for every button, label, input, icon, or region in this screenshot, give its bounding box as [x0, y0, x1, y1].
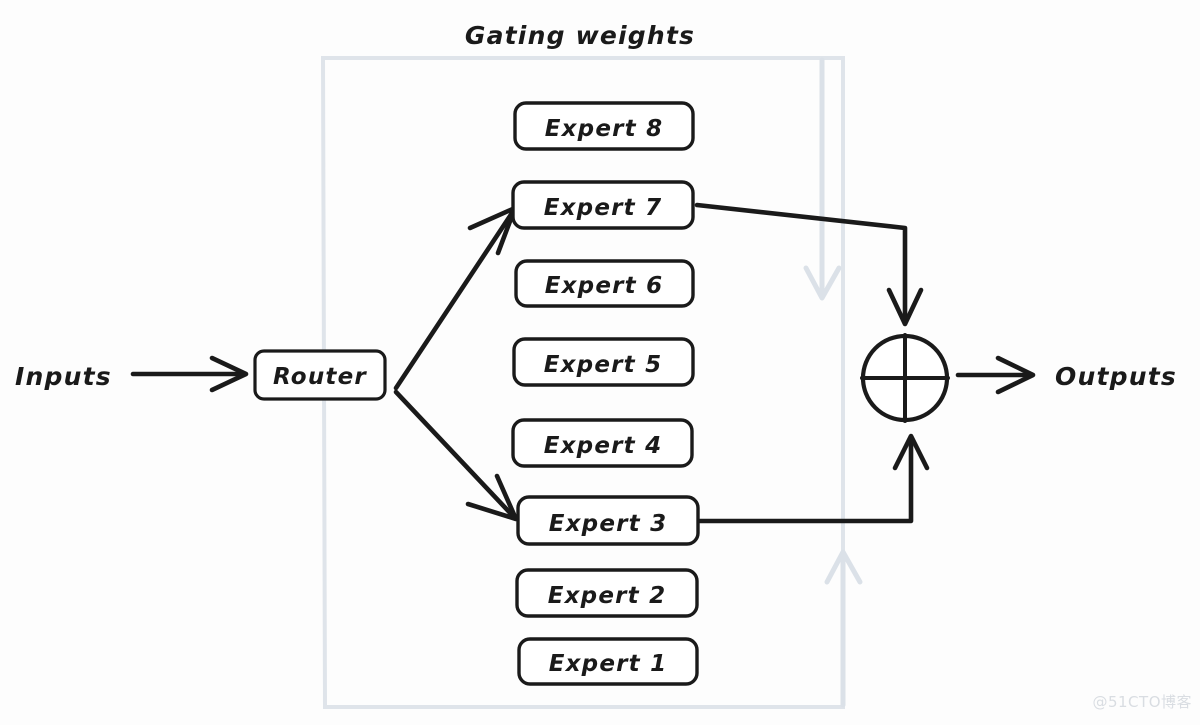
sum-node[interactable]	[860, 333, 950, 423]
expert-label-8: Expert 8	[545, 116, 664, 142]
input-arrow-head	[209, 355, 249, 393]
router-to-expert3-shaft	[393, 389, 516, 519]
expert-node-2[interactable]: Expert 2	[515, 568, 699, 618]
expert3-to-sum-shaft	[697, 437, 914, 524]
output-arrow-head	[995, 355, 1036, 395]
expert7-to-sum-path	[694, 202, 924, 327]
input-label: Inputs	[15, 362, 112, 391]
expert7-to-sum-shaft	[694, 202, 908, 323]
output-label: Outputs	[1055, 362, 1177, 391]
expert-box-6[interactable]	[514, 259, 695, 308]
diagram-title: Gating weights	[465, 21, 695, 50]
expert-label-4: Expert 4	[544, 433, 663, 459]
expert-box-2[interactable]	[515, 568, 699, 618]
gating-arrow-bottom-head	[824, 549, 863, 585]
expert-label-5: Expert 5	[544, 352, 663, 378]
router-node[interactable]: Router	[253, 349, 387, 401]
expert3-to-sum-path	[697, 433, 930, 524]
expert-box-4[interactable]	[511, 418, 694, 468]
router-to-expert7-shaft	[393, 210, 515, 391]
expert-node-8[interactable]: Expert 8	[513, 101, 695, 151]
expert-node-4[interactable]: Expert 4	[511, 418, 694, 468]
output-arrow	[955, 355, 1036, 395]
watermark: @51CTO博客	[1092, 693, 1192, 711]
expert-list: Expert 8 Expert 7 Expert 6 Expert 5 Expe…	[511, 101, 700, 686]
expert-label-7: Expert 7	[544, 195, 663, 221]
router-to-expert7-arrow	[393, 205, 518, 391]
expert-node-3[interactable]: Expert 3	[516, 495, 700, 546]
expert-box-8[interactable]	[513, 101, 695, 151]
expert-node-1[interactable]: Expert 1	[517, 637, 699, 686]
expert-box-5[interactable]	[512, 337, 695, 387]
router-label: Router	[273, 364, 367, 390]
gating-arrow-top	[803, 57, 842, 301]
expert3-to-sum-head	[892, 433, 930, 471]
expert-node-6[interactable]: Expert 6	[514, 259, 695, 308]
gating-arrow-bottom	[824, 549, 863, 708]
router-box[interactable]	[253, 349, 387, 401]
expert-node-7[interactable]: Expert 7	[511, 180, 695, 230]
gating-arrow-top-head	[803, 265, 842, 301]
expert-box-7[interactable]	[511, 180, 695, 230]
expert-node-5[interactable]: Expert 5	[512, 337, 695, 387]
expert-label-1: Expert 1	[549, 651, 668, 677]
input-arrow	[130, 355, 249, 393]
expert-label-3: Expert 3	[549, 511, 668, 537]
expert7-to-sum-head	[886, 287, 924, 327]
router-to-expert3-arrow	[393, 389, 519, 522]
expert-label-6: Expert 6	[545, 273, 664, 299]
router-to-expert3-head	[465, 473, 519, 522]
expert-label-2: Expert 2	[548, 583, 667, 609]
expert-box-1[interactable]	[517, 637, 699, 686]
